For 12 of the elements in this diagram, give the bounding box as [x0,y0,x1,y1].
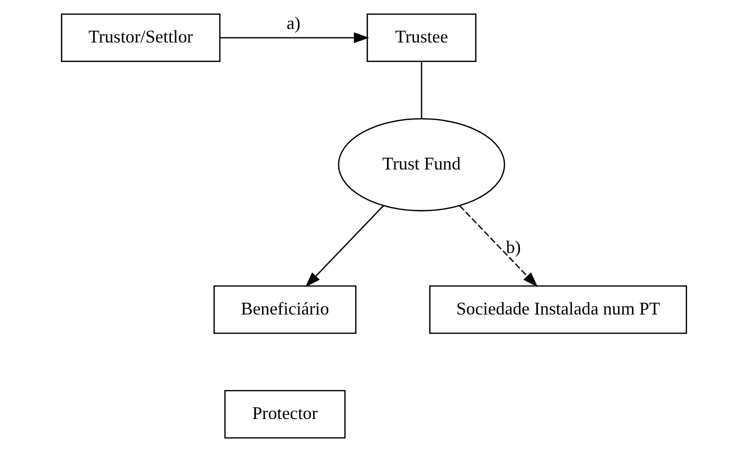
node-box: Beneficiário [213,284,356,334]
arrow [459,204,538,287]
arrow [220,32,370,43]
node-box: Trustor/Settlor [60,12,220,62]
node-box: Sociedade Instalada num PT [429,284,688,334]
node-ellipse: Trust Fund [338,118,506,211]
edge-label: a) [286,12,301,33]
arrow [305,204,384,287]
node-box: Trustee [366,12,476,62]
connector [420,61,422,118]
edge-label: b) [506,236,521,257]
node-box: Protector [224,390,346,438]
